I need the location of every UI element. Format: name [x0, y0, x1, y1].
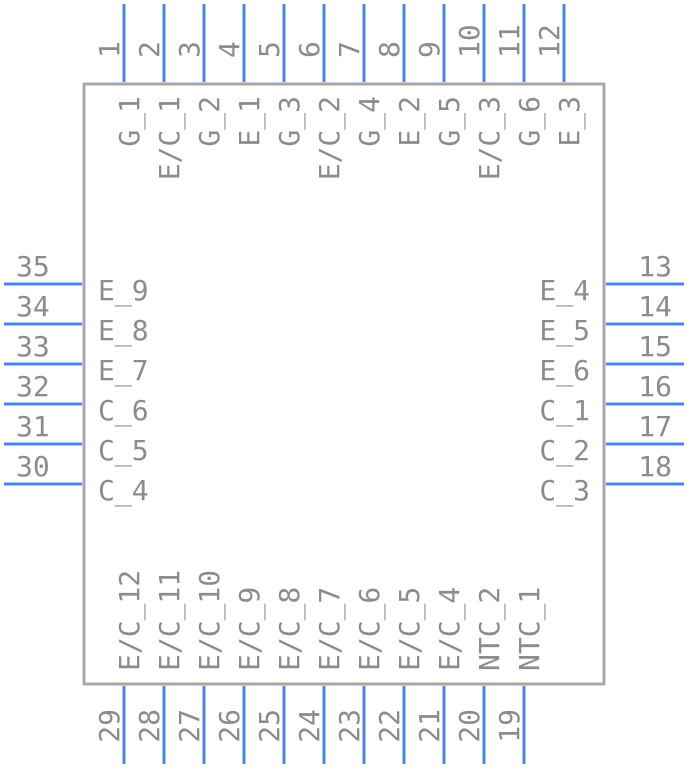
pin-name: E_4 [539, 274, 590, 308]
pin-number: 6 [293, 41, 326, 58]
pin-number: 2 [133, 41, 166, 58]
pin-number: 27 [173, 709, 206, 743]
pin-name: G_4 [353, 96, 387, 147]
pin-number: 32 [16, 370, 50, 403]
pin-name: E_3 [553, 96, 587, 147]
pin-number: 15 [638, 330, 672, 363]
pin-number: 17 [638, 410, 672, 443]
pin-name: E_1 [233, 96, 267, 147]
pin-number: 26 [213, 709, 246, 743]
pin-number: 35 [16, 250, 50, 283]
pin-name: E_2 [393, 96, 427, 147]
pin-name: E_6 [539, 354, 590, 388]
pin-name: E/C_2 [313, 96, 347, 180]
pin-name: E_9 [98, 274, 149, 308]
pin-number: 19 [493, 709, 526, 743]
pin-name: E/C_1 [153, 96, 187, 180]
pin-name: E/C_6 [353, 587, 387, 671]
pin-name: C_4 [98, 474, 149, 508]
pin-number: 5 [253, 41, 286, 58]
pin-name: E/C_11 [153, 570, 187, 671]
pin-name: G_2 [193, 96, 227, 147]
pin-number: 11 [493, 24, 526, 58]
pin-name: C_6 [98, 394, 149, 428]
pin-number: 21 [413, 709, 446, 743]
pin-name: C_2 [539, 434, 590, 468]
pin-name: C_5 [98, 434, 149, 468]
pin-name: E_5 [539, 314, 590, 348]
pin-number: 33 [16, 330, 50, 363]
pin-name: C_3 [539, 474, 590, 508]
pin-name: E/C_12 [113, 570, 147, 671]
pin-name: C_1 [539, 394, 590, 428]
pin-name: NTC_1 [513, 587, 547, 671]
pin-number: 29 [93, 709, 126, 743]
pin-name: G_5 [433, 96, 467, 147]
pin-number: 34 [16, 290, 50, 323]
pin-name: E/C_9 [233, 587, 267, 671]
pin-name: E/C_5 [393, 587, 427, 671]
component-body [82, 82, 606, 686]
pin-number: 1 [93, 41, 126, 58]
pin-number: 9 [413, 41, 446, 58]
pin-name: E/C_10 [193, 570, 227, 671]
pin-number: 28 [133, 709, 166, 743]
pin-number: 18 [638, 450, 672, 483]
pin-number: 14 [638, 290, 672, 323]
pin-number: 24 [293, 709, 326, 743]
pin-name: E/C_7 [313, 587, 347, 671]
pin-number: 7 [333, 41, 366, 58]
pin-number: 25 [253, 709, 286, 743]
pin-number: 22 [373, 709, 406, 743]
pin-number: 20 [453, 709, 486, 743]
pin-number: 12 [533, 24, 566, 58]
pin-name: G_3 [273, 96, 307, 147]
pin-name: E/C_8 [273, 587, 307, 671]
pin-number: 13 [638, 250, 672, 283]
pin-name: E_7 [98, 354, 149, 388]
pin-name: NTC_2 [473, 587, 507, 671]
pin-number: 10 [453, 24, 486, 58]
pin-number: 3 [173, 41, 206, 58]
pin-number: 30 [16, 450, 50, 483]
pin-number: 4 [213, 41, 246, 58]
pin-name: E/C_4 [433, 587, 467, 671]
pin-name: G_1 [113, 96, 147, 147]
pins-layer: 1G_1 2E/C_1 3G_2 4E_1 5G_3 6E/C_2 7G_4 8E_2 9G_5… [4, 4, 684, 764]
pin-number: 23 [333, 709, 366, 743]
pin-name: E/C_3 [473, 96, 507, 180]
pin-number: 31 [16, 410, 50, 443]
pin-name: G_6 [513, 96, 547, 147]
pin-name: E_8 [98, 314, 149, 348]
pin-number: 8 [373, 41, 406, 58]
pin-number: 16 [638, 370, 672, 403]
